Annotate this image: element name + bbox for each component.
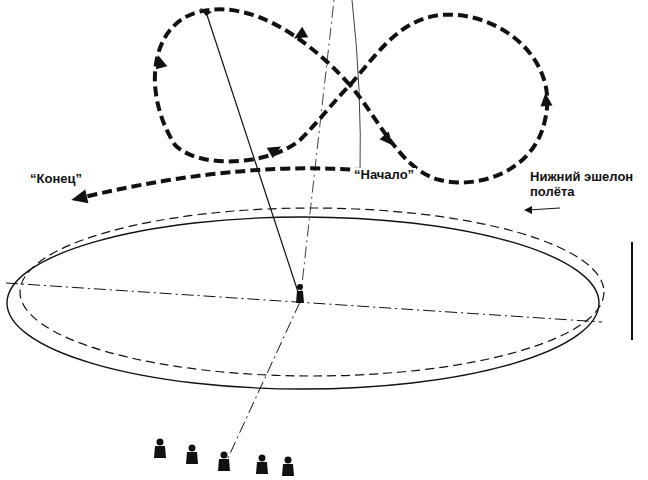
leader-line: [528, 208, 560, 210]
control-line: [206, 12, 300, 298]
spectators: [154, 439, 294, 477]
label-text: “Начало”: [352, 168, 416, 183]
axis-line: [300, 0, 334, 302]
label-text: Нижний эшелон полёта: [528, 170, 644, 200]
axis-line: [228, 302, 300, 458]
flight-path: [84, 168, 380, 197]
pilot-figure: [296, 284, 304, 303]
flight-circle: [7, 217, 599, 389]
height-bar: [631, 242, 633, 340]
vertical-plane-line: [352, 0, 360, 178]
axis-line: [6, 283, 602, 322]
label-text: “Конец”: [28, 172, 84, 187]
direction-arrows: [70, 27, 553, 207]
figure-eight-path: [155, 9, 547, 182]
lower-level-ellipse: [20, 208, 604, 376]
leader-arrow: [524, 206, 532, 214]
